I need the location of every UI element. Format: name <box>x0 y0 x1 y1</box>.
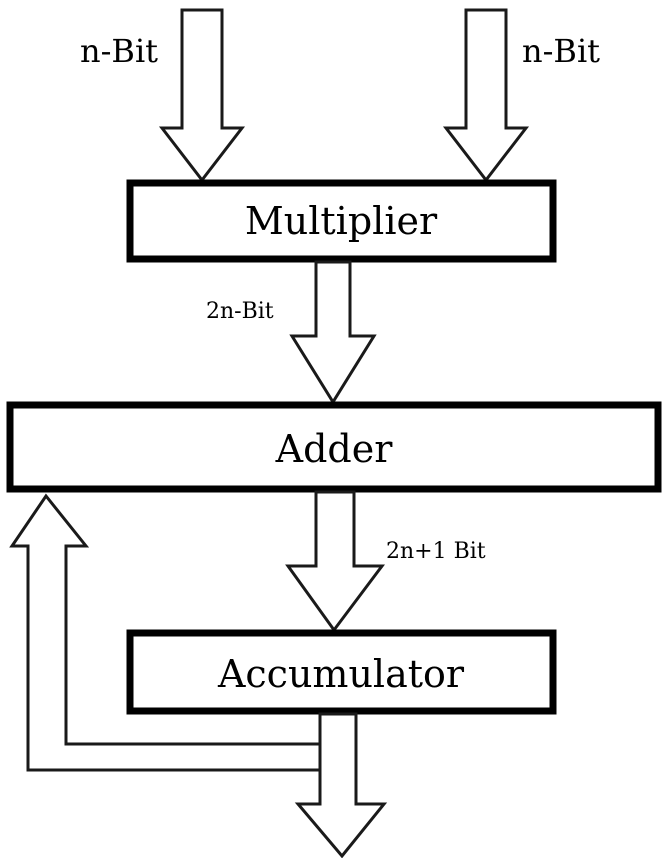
input-left-label: n-Bit <box>80 32 158 70</box>
feedback-arrow <box>9 493 322 772</box>
adder-label: Adder <box>275 427 394 471</box>
adder-block <box>6 401 662 493</box>
accumulator-label: Accumulator <box>217 652 465 696</box>
adder-output-label: 2n+1 Bit <box>386 539 486 564</box>
adder-to-accumulator-arrow <box>285 490 385 633</box>
input-right-arrow <box>442 8 530 183</box>
input-left-arrow <box>158 8 246 183</box>
multiplier-label: Multiplier <box>245 199 438 243</box>
multiplier-output-label: 2n-Bit <box>206 299 274 324</box>
accumulator-block <box>126 629 557 715</box>
multiplier-block <box>126 179 557 263</box>
multiplier-to-adder-arrow <box>289 260 377 405</box>
output-arrow <box>294 712 388 858</box>
input-right-label: n-Bit <box>522 32 600 70</box>
